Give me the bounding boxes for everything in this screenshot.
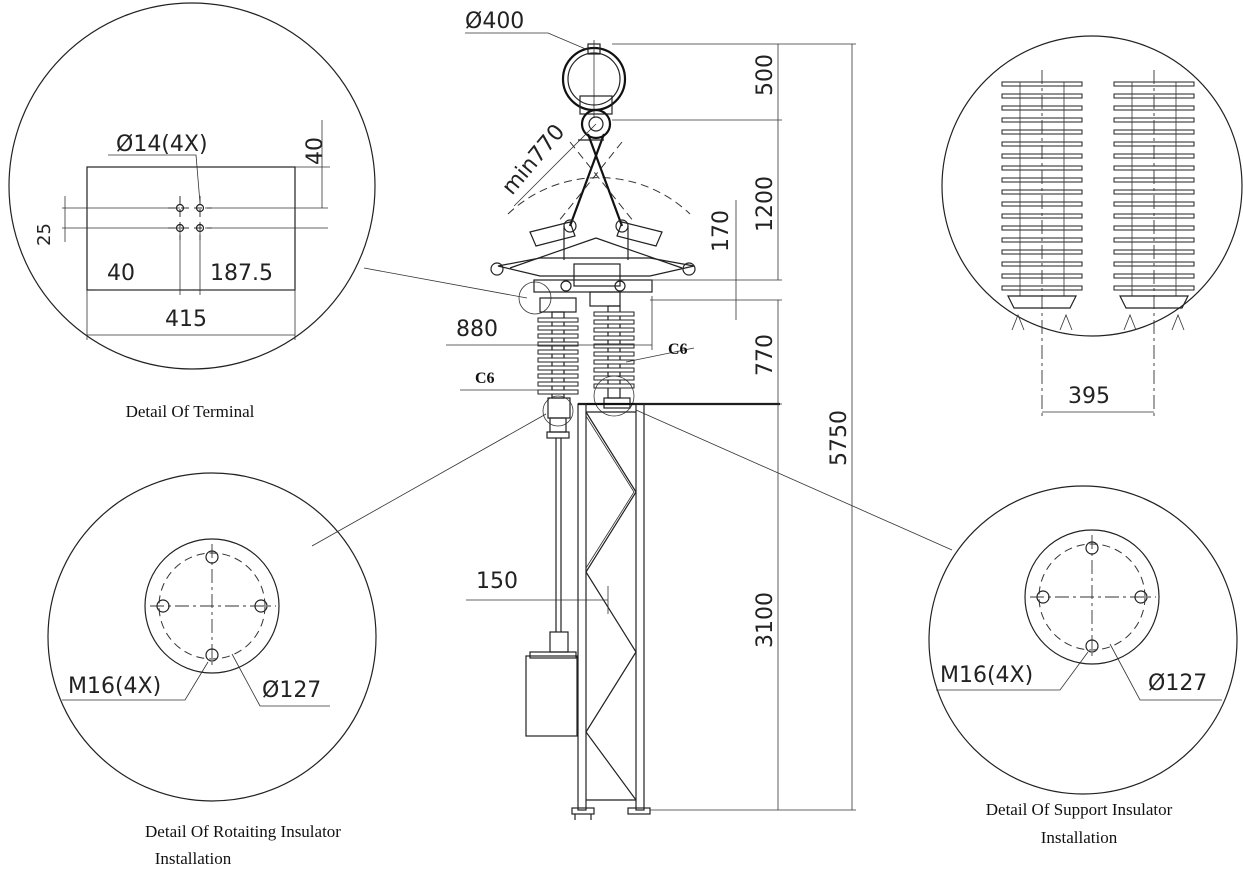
insulator-shed-detail: 395 [941, 35, 1243, 420]
insulator-right [593, 305, 635, 399]
dim-150-label: 150 [476, 569, 518, 594]
terminal-hole-label: Ø14(4X) [116, 132, 208, 157]
terminal-dim-width: 415 [165, 307, 207, 332]
rotating-pcd-label: Ø127 [262, 678, 321, 703]
ring-diameter-label: Ø400 [465, 9, 524, 34]
rotating-bolt-label: M16(4X) [68, 674, 161, 699]
dim-1200-label: 1200 [753, 176, 778, 232]
mechanism-box [525, 655, 578, 737]
swing-arc [507, 177, 691, 215]
lattice-tower [571, 403, 651, 820]
support-caption-line1: Detail Of Support Insulator [986, 800, 1173, 819]
dim-170-label: 170 [709, 210, 734, 252]
insulator-label-left: C6 [475, 370, 495, 387]
dim-3100-label: 3100 [753, 592, 778, 648]
dim-880-label: 880 [456, 317, 498, 342]
dim-500-label: 500 [753, 54, 778, 96]
terminal-dim-right: 187.5 [210, 261, 273, 286]
dim-5750-label: 5750 [827, 410, 852, 466]
dim-770-label: 770 [753, 334, 778, 376]
terminal-dim-left: 40 [107, 261, 135, 286]
insulator-label-right: C6 [668, 341, 688, 358]
rotating-insulator-detail: M16(4X) Ø127 [47, 472, 377, 802]
terminal-leader [363, 267, 528, 299]
insulator-left [537, 311, 579, 399]
terminal-detail: Ø14(4X) 40 25 40 187.5 415 [8, 2, 376, 370]
rotating-caption-line1: Detail Of Rotaiting Insulator [145, 822, 341, 841]
rotating-leader [311, 413, 547, 547]
support-insulator-detail: M16(4X) Ø127 [928, 485, 1238, 795]
terminal-caption: Detail Of Terminal [126, 402, 255, 421]
rotating-hub [580, 108, 612, 140]
support-caption-line2: Installation [1041, 828, 1118, 847]
support-leader [635, 409, 953, 551]
terminal-dim-top: 40 [303, 137, 328, 165]
support-bolt-label: M16(4X) [940, 663, 1033, 688]
swing-radius-label: min770 [497, 120, 570, 200]
rotating-caption-line2: Installation [155, 849, 232, 868]
main-elevation: Ø400 min770 [446, 9, 856, 820]
support-pcd-label: Ø127 [1148, 671, 1207, 696]
insulator-dim-spacing: 395 [1068, 384, 1110, 409]
terminal-dim-side: 25 [34, 223, 55, 246]
